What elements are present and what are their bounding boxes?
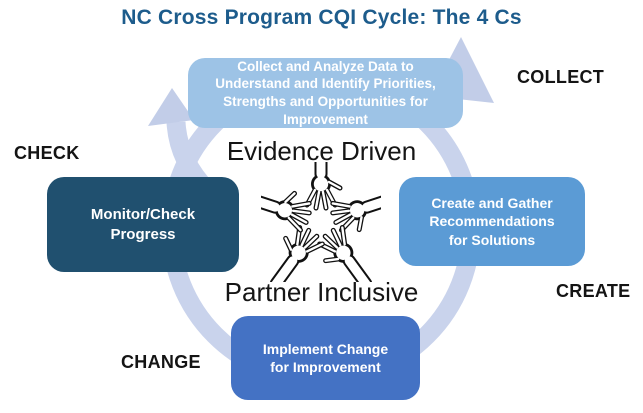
center-label-partner-inclusive: Partner Inclusive xyxy=(224,277,419,307)
step-box-create: Create and Gather Recommendations for So… xyxy=(399,177,585,266)
page-title: NC Cross Program CQI Cycle: The 4 Cs xyxy=(121,6,522,29)
hands-together-image xyxy=(261,162,381,282)
center-label-evidence-driven: Evidence Driven xyxy=(226,136,417,166)
step-box-change: Implement Change for Improvement xyxy=(231,316,420,400)
step-box-check: Monitor/Check Progress xyxy=(47,177,239,272)
corner-label-change: CHANGE xyxy=(121,352,201,372)
clockwise-arrowhead-top-left-icon xyxy=(148,88,194,126)
step-box-collect: Collect and Analyze Data to Understand a… xyxy=(188,58,463,128)
corner-label-create: CREATE xyxy=(556,281,631,301)
corner-label-check: CHECK xyxy=(14,143,80,163)
corner-label-collect: COLLECT xyxy=(517,67,605,87)
